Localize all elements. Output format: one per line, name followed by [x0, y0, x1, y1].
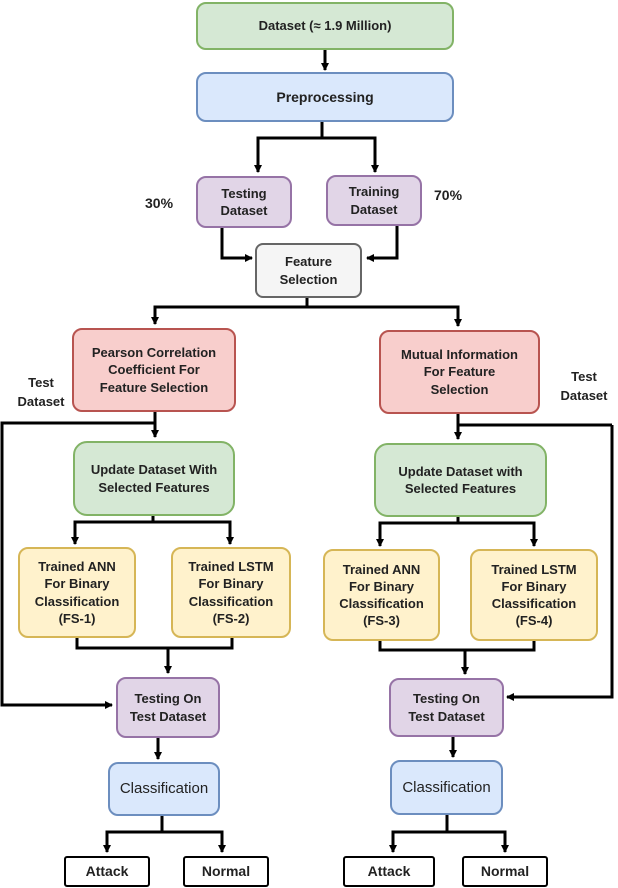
- classification-left-node: Classification: [108, 762, 220, 816]
- feature-selection-node: Feature Selection: [255, 243, 362, 298]
- arrow-class-left-split: [103, 816, 164, 853]
- arrow-update-right-to-lstm: [458, 521, 538, 547]
- normal-left-node: Normal: [183, 856, 269, 887]
- normal-right-node: Normal: [462, 856, 548, 887]
- training-dataset-node: Training Dataset: [326, 175, 422, 226]
- preprocessing-node: Preprocessing: [196, 72, 454, 122]
- dataset-node: Dataset (≈ 1.9 Million): [196, 2, 454, 50]
- arrow-class-right-split: [389, 815, 449, 853]
- trained-ann-fs1-node: Trained ANN For Binary Classification (F…: [18, 547, 136, 638]
- classification-right-node: Classification: [390, 760, 503, 815]
- arrow-models-right-merge: [378, 641, 536, 652]
- testing-dataset-node: Testing Dataset: [196, 176, 292, 228]
- arrow-update-left-to-lstm: [153, 520, 234, 545]
- arrow-preprocessing-to-training: [322, 136, 379, 173]
- arrow-training-to-feature: [366, 226, 399, 262]
- arrow-feature-split-left: [151, 298, 309, 325]
- test-dataset-left-label: Test Dataset: [17, 375, 65, 409]
- arrow-class-right-to-normal: [447, 830, 509, 853]
- arrow-testing-to-feature: [220, 228, 253, 262]
- arrow-models-left-merge: [75, 638, 234, 650]
- test-dataset-right-label: Test Dataset: [560, 369, 608, 403]
- arrow-test-dataset-right: [506, 425, 614, 701]
- arrow-class-left-to-normal: [162, 830, 226, 853]
- trained-lstm-fs4-node: Trained LSTM For Binary Classification (…: [470, 549, 598, 641]
- attack-right-node: Attack: [343, 856, 435, 887]
- testing-on-test-dataset-right-node: Testing On Test Dataset: [389, 678, 504, 737]
- arrow-update-right-split: [376, 517, 460, 547]
- trained-lstm-fs2-node: Trained LSTM For Binary Classification (…: [171, 547, 291, 638]
- arrow-preprocessing-split: [254, 122, 324, 173]
- arrow-update-left-split: [71, 516, 155, 545]
- pearson-node: Pearson Correlation Coefficient For Feat…: [72, 328, 236, 412]
- testing-on-test-dataset-left-node: Testing On Test Dataset: [116, 677, 220, 738]
- arrow-feature-split-right: [307, 305, 462, 327]
- attack-left-node: Attack: [64, 856, 150, 887]
- train-split-percent-label: 70%: [434, 187, 463, 203]
- test-split-percent-label: 30%: [145, 195, 174, 211]
- update-dataset-left-node: Update Dataset With Selected Features: [73, 441, 235, 516]
- trained-ann-fs3-node: Trained ANN For Binary Classification (F…: [323, 549, 440, 641]
- mutual-information-node: Mutual Information For Feature Selection: [379, 330, 540, 414]
- update-dataset-right-node: Update Dataset with Selected Features: [374, 443, 547, 517]
